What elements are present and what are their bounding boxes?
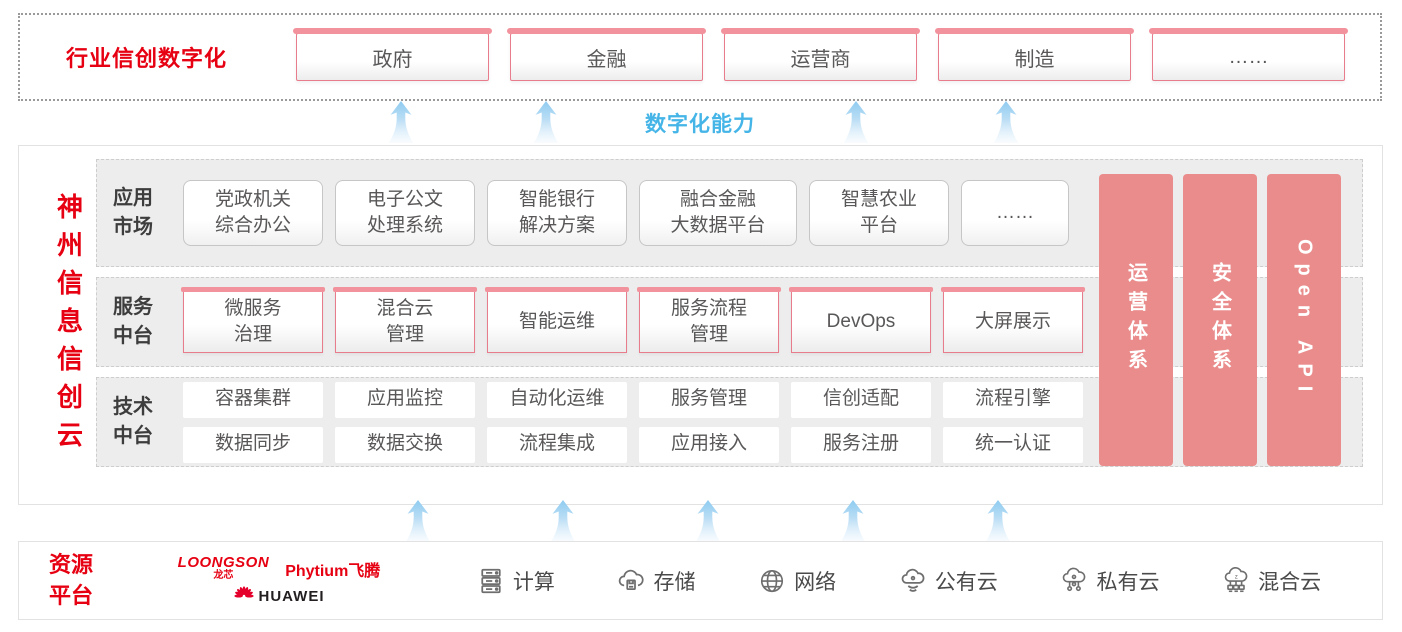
tech-box: 统一认证	[943, 426, 1083, 463]
up-arrow-icon	[405, 500, 431, 542]
up-arrow-icon	[843, 101, 869, 143]
tech-box: 信创适配	[791, 381, 931, 418]
up-arrow-icon	[388, 101, 414, 143]
tech-box: 服务注册	[791, 426, 931, 463]
industry-box-list: 政府 金融 运营商 制造 ……	[293, 28, 1348, 81]
service-box: DevOps	[789, 287, 933, 353]
hybrid-cloud-icon: z	[1224, 566, 1248, 592]
industry-box-more: ……	[1149, 28, 1348, 81]
up-arrow-icon	[840, 500, 866, 542]
tech-box: 服务管理	[639, 381, 779, 418]
service-box: 混合云 管理	[333, 287, 477, 353]
app-box: 党政机关 综合办公	[183, 180, 323, 246]
service-boxes: 微服务 治理 混合云 管理 智能运维 服务流程 管理 DevOps 大屏展示	[181, 287, 1085, 353]
tech-box: 数据交换	[335, 426, 475, 463]
up-arrow-icon	[993, 101, 1019, 143]
resource-item-network: 网络	[757, 566, 836, 596]
phytium-logo: Phytium飞腾	[285, 563, 381, 580]
svg-text:z: z	[1235, 573, 1238, 580]
industry-box-manufacturing: 制造	[935, 28, 1134, 81]
resource-item-hybrid-cloud: z 混合云	[1221, 566, 1321, 596]
tech-box: 流程集成	[487, 426, 627, 463]
resource-item-compute: 计算	[476, 566, 555, 596]
up-arrow-icon	[985, 500, 1011, 542]
industry-box-finance: 金融	[507, 28, 706, 81]
vendor-logos: LOONGSON 龙芯 Phytium飞腾	[149, 555, 409, 606]
resource-item-private-cloud: 私有云	[1059, 566, 1159, 596]
service-box: 智能运维	[485, 287, 629, 353]
storage-cloud-icon	[619, 569, 645, 590]
resource-item-storage: 存储	[616, 566, 695, 596]
pillar-security-system: 安全体系	[1183, 174, 1257, 466]
app-box: 智慧农业 平台	[809, 180, 949, 246]
pillar-operation-system: 运营体系	[1099, 174, 1173, 466]
service-box: 微服务 治理	[181, 287, 325, 353]
industry-band: 行业信创数字化 政府 金融 运营商 制造 ……	[18, 13, 1382, 101]
tech-boxes: 容器集群 数据同步 应用监控 数据交换 自动化运维 流程集成 服务管理 应用接入…	[183, 381, 1083, 463]
network-globe-icon	[761, 569, 784, 592]
app-box: 电子公文 处理系统	[335, 180, 475, 246]
resource-item-list: 计算 存储 网络	[409, 566, 1382, 596]
resource-band-title: 资源 平台	[49, 551, 94, 608]
industry-box-operator: 运营商	[721, 28, 920, 81]
compute-server-icon	[481, 568, 501, 593]
up-arrow-icon	[695, 500, 721, 542]
tech-box: 流程引擎	[943, 381, 1083, 418]
up-arrow-icon	[533, 101, 559, 143]
tech-row-label: 技术 中台	[113, 396, 153, 447]
app-box-more: ……	[961, 180, 1069, 246]
capability-label: 数字化能力	[645, 113, 755, 136]
huawei-flower-icon	[233, 586, 254, 598]
tech-box: 应用接入	[639, 426, 779, 463]
service-row-label: 服务 中台	[113, 296, 153, 347]
tech-box: 自动化运维	[487, 381, 627, 418]
industry-box-government: 政府	[293, 28, 492, 81]
tech-box: 容器集群	[183, 381, 323, 418]
app-box: 融合金融 大数据平台	[639, 180, 797, 246]
industry-band-title: 行业信创数字化	[66, 46, 228, 71]
service-box: 服务流程 管理	[637, 287, 781, 353]
public-cloud-icon	[901, 568, 925, 592]
app-box: 智能银行 解决方案	[487, 180, 627, 246]
up-arrow-icon	[550, 500, 576, 542]
pillar-open-api: Open API	[1267, 174, 1341, 466]
tech-box: 应用监控	[335, 381, 475, 418]
app-market-label: 应用 市场	[113, 187, 153, 238]
resource-band: 资源 平台 LOONGSON 龙芯 Phytium飞腾	[18, 541, 1383, 620]
private-cloud-icon	[1063, 567, 1086, 591]
platform-title: 神州信息信创云	[53, 193, 84, 459]
huawei-logo: HUAWEI	[233, 586, 325, 606]
tech-box: 数据同步	[183, 426, 323, 463]
platform-block: 神州信息信创云 应用 市场 党政机关 综合办公 电子公文 处理系统 智能银行 解…	[18, 145, 1383, 505]
service-box: 大屏展示	[941, 287, 1085, 353]
app-market-boxes: 党政机关 综合办公 电子公文 处理系统 智能银行 解决方案 融合金融 大数据平台…	[183, 180, 1069, 246]
tech-row: 技术 中台 容器集群 数据同步 应用监控 数据交换 自动化运维 流程集成 服务管…	[96, 377, 1363, 467]
resource-item-public-cloud: 公有云	[898, 566, 998, 596]
loongson-logo: LOONGSON 龙芯	[177, 554, 270, 581]
